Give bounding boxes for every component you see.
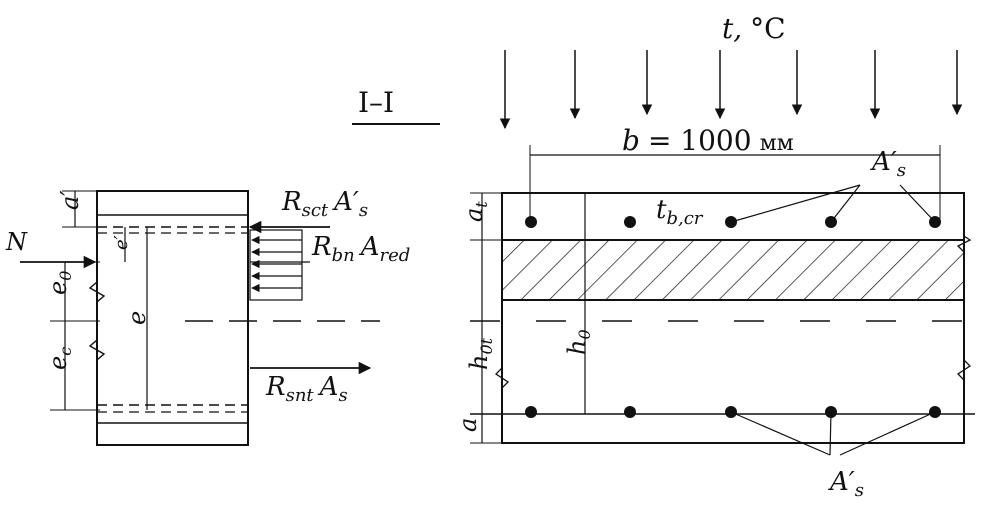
- a-prime-label: a′: [56, 190, 84, 210]
- section-title: I–I: [358, 86, 394, 119]
- hatched-zone: [501, 239, 965, 301]
- e-label: e: [123, 311, 151, 325]
- top-leaders: [730, 184, 936, 223]
- as-bottom-label: A′s: [828, 467, 864, 501]
- h0-label: h0: [563, 329, 594, 355]
- h0t-label: h0t: [465, 337, 496, 370]
- slab-outline: [501, 192, 965, 444]
- break-mark-left: [88, 262, 106, 410]
- heat-arrows: [499, 50, 963, 130]
- at-label: at: [460, 201, 491, 222]
- left-section-outline: [96, 190, 249, 446]
- bottom-rebars: [525, 406, 941, 418]
- t-bcr-label: tb,cr: [656, 195, 704, 229]
- break-mark-right-1: [956, 200, 972, 443]
- compression-arrows: [251, 235, 302, 293]
- compression-block: [249, 229, 303, 301]
- temperature-label: t,°C: [722, 12, 786, 45]
- bottom-leaders: [730, 411, 936, 456]
- e-prime-label: e′: [111, 235, 132, 250]
- N-label: N: [5, 228, 28, 256]
- ec-label: ec: [44, 347, 75, 370]
- as-top-label: A′s: [870, 147, 906, 181]
- break-mark-right-2: [494, 300, 510, 443]
- a-label: a: [454, 418, 482, 432]
- e0-label: e0: [44, 271, 75, 295]
